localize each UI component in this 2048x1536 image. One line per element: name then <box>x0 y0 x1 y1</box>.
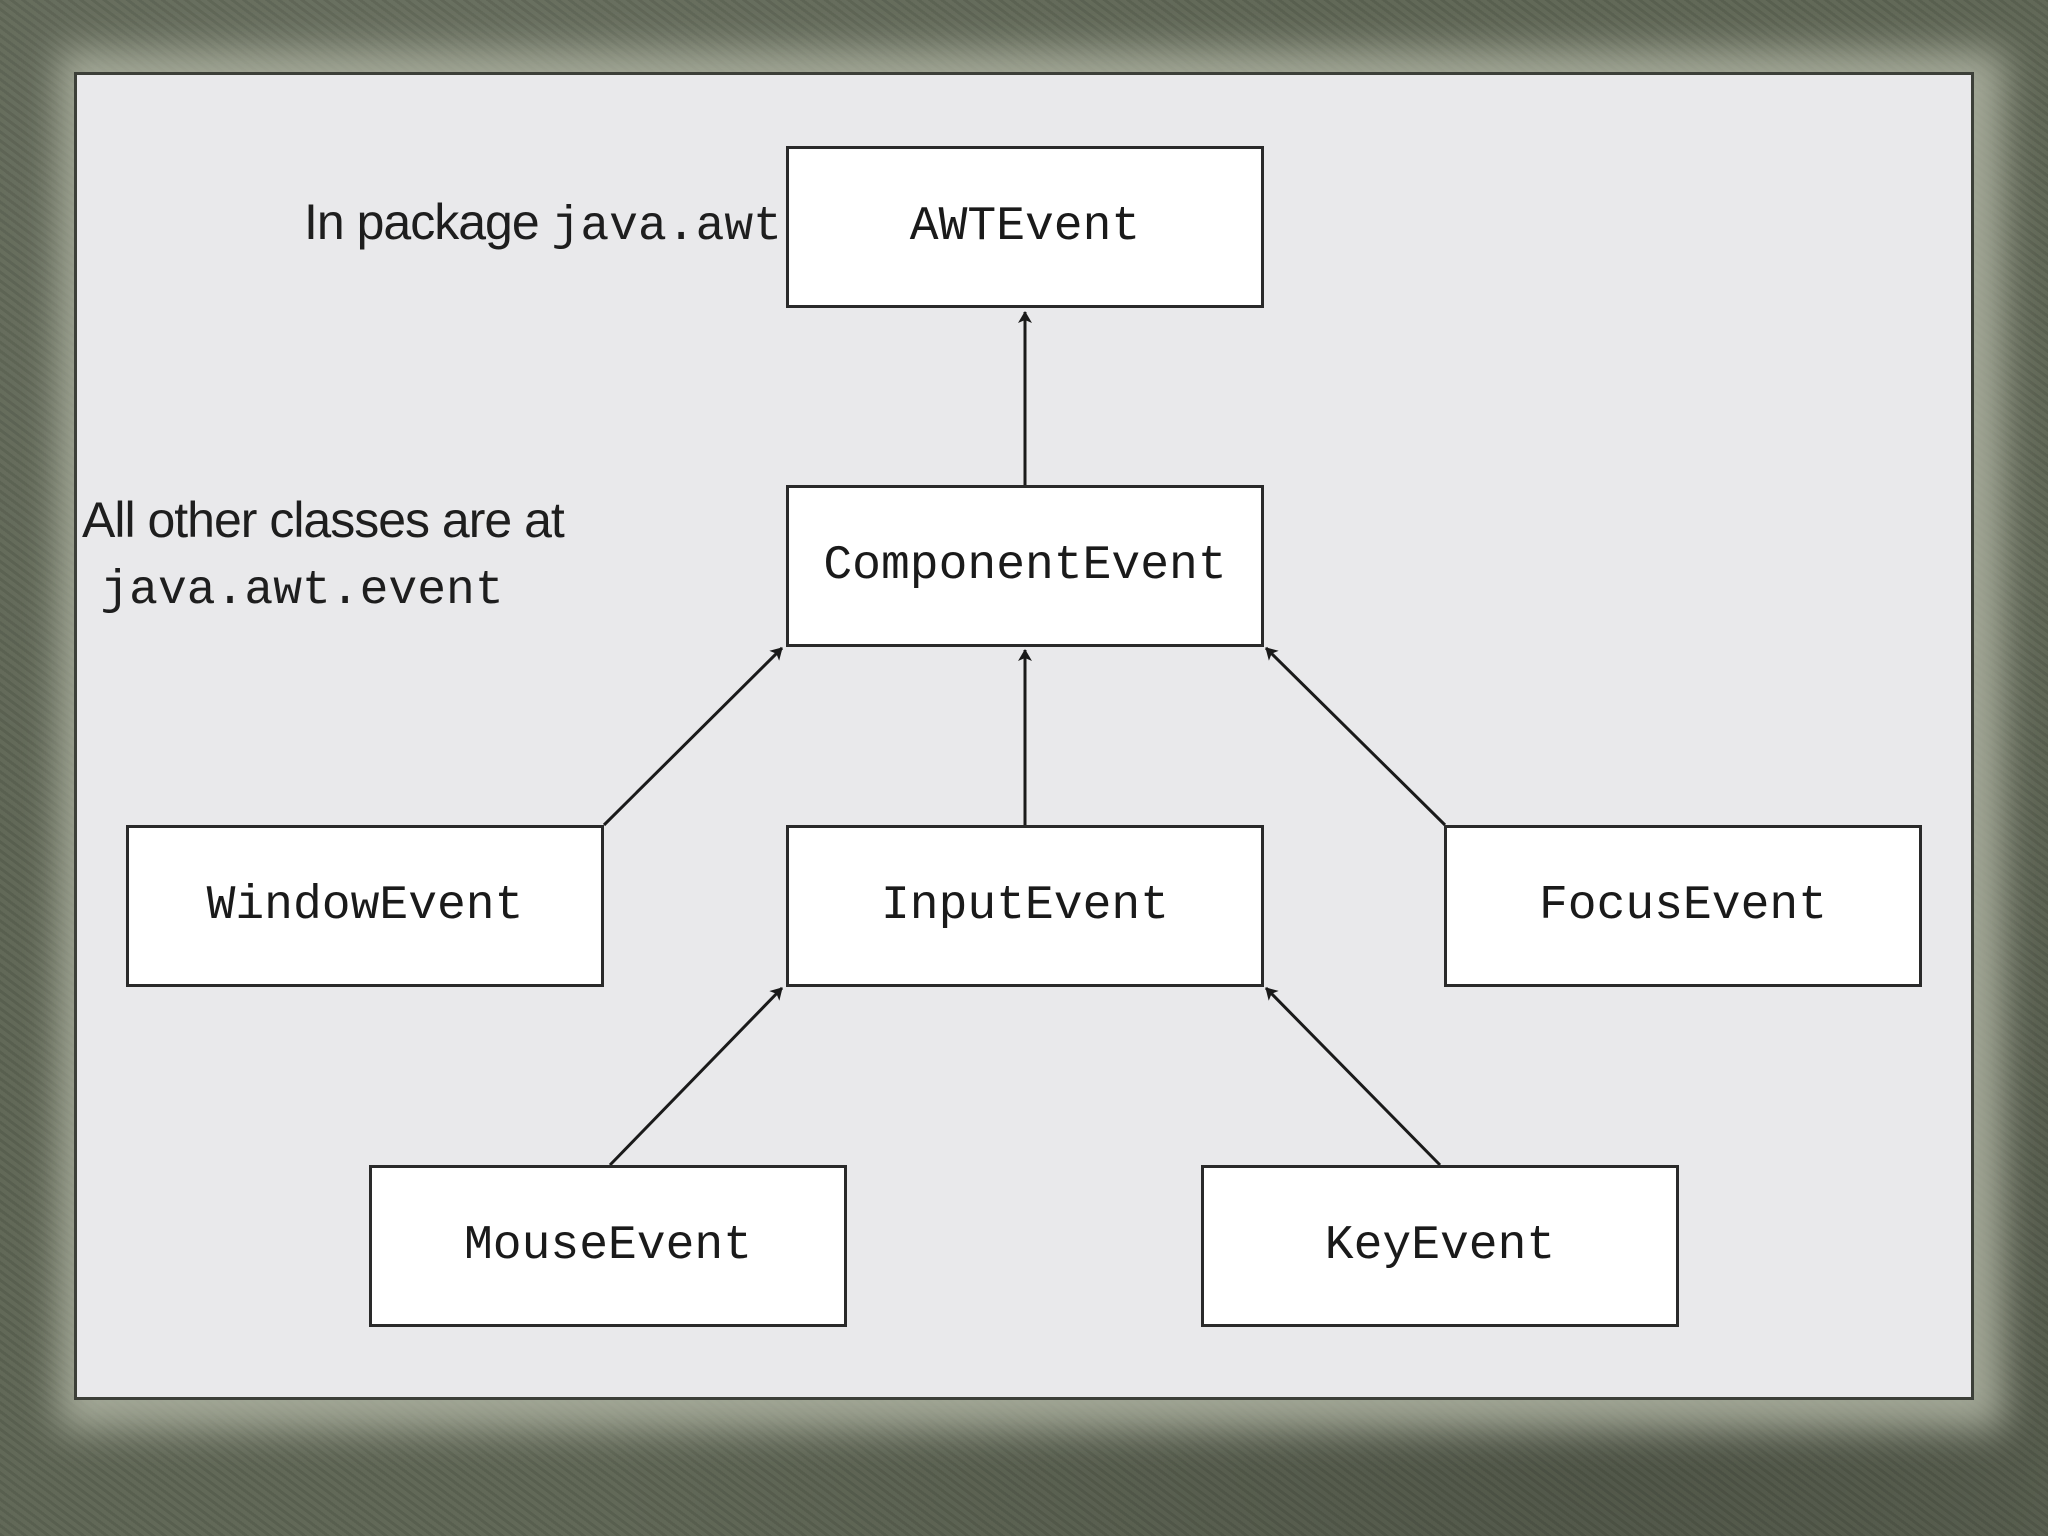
arrow-mouseevent-to-inputevent <box>608 986 784 1167</box>
arrow-windowevent-to-componentevent <box>602 646 784 827</box>
arrow-keyevent-to-inputevent <box>1264 986 1442 1167</box>
class-label-componentevent: ComponentEvent <box>823 539 1227 593</box>
package-note-prefix: In package <box>304 194 540 250</box>
class-box-inputevent: InputEvent <box>786 825 1264 987</box>
class-box-focusevent: FocusEvent <box>1444 825 1922 987</box>
other-classes-line2: java.awt.event <box>100 563 504 618</box>
arrow-focusevent-to-componentevent <box>1264 646 1447 827</box>
class-box-mouseevent: MouseEvent <box>369 1165 847 1327</box>
class-label-focusevent: FocusEvent <box>1538 879 1828 933</box>
class-label-mouseevent: MouseEvent <box>463 1219 753 1273</box>
class-box-awtevent: AWTEvent <box>786 146 1264 308</box>
class-label-inputevent: InputEvent <box>880 879 1170 933</box>
package-note-name: java.awt <box>551 200 782 254</box>
class-label-awtevent: AWTEvent <box>909 200 1141 254</box>
class-box-componentevent: ComponentEvent <box>786 485 1264 647</box>
class-label-windowevent: WindowEvent <box>206 879 524 933</box>
class-box-windowevent: WindowEvent <box>126 825 604 987</box>
other-classes-note: All other classes are at java.awt.event <box>82 484 565 626</box>
class-box-keyevent: KeyEvent <box>1201 1165 1679 1327</box>
package-note: In package java.awt <box>304 186 782 263</box>
other-classes-line1: All other classes are at <box>82 492 565 548</box>
class-label-keyevent: KeyEvent <box>1324 1219 1556 1273</box>
